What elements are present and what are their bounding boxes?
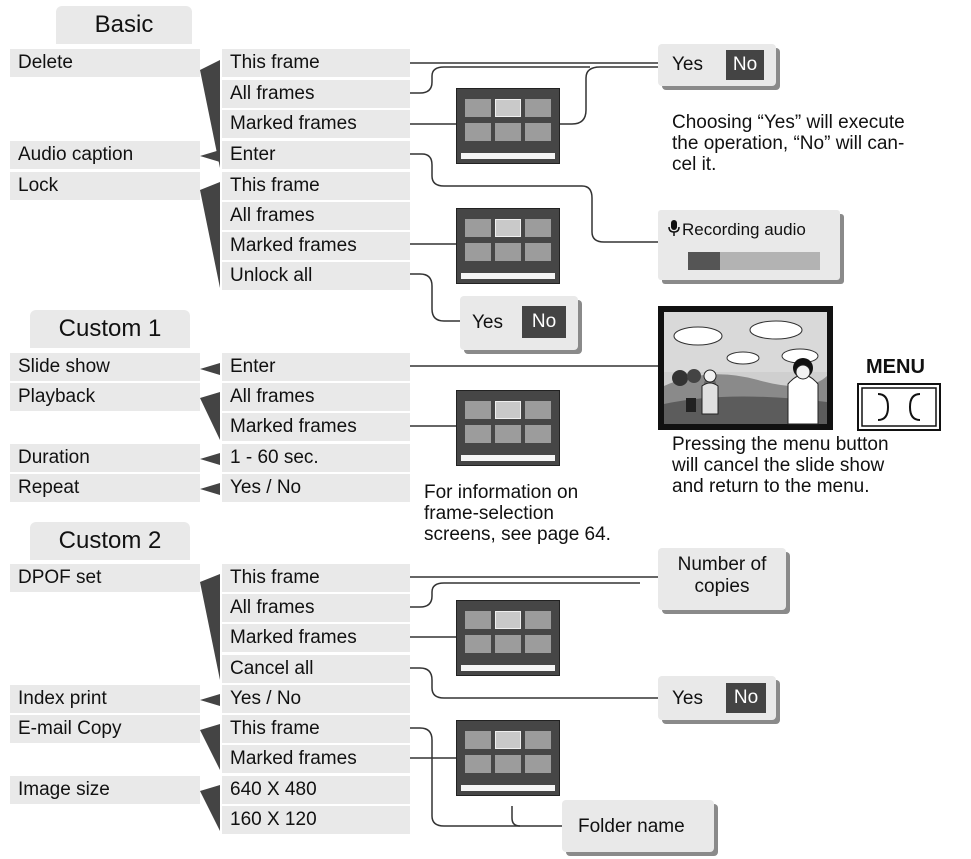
submenu-wedge [200, 182, 220, 288]
yes-option[interactable]: Yes [472, 312, 503, 333]
menu-item-audio-caption[interactable]: Audio caption [10, 141, 200, 169]
no-option[interactable]: No [726, 683, 766, 713]
note-line: frame-selection [424, 503, 554, 524]
option-all-frames[interactable]: All frames [222, 80, 410, 108]
tab-custom-2[interactable]: Custom 2 [30, 522, 190, 560]
yes-no-note: Choosing “Yes” will execute the operatio… [672, 112, 905, 175]
menu-button-note: Pressing the menu button will cancel the… [672, 434, 889, 497]
no-option[interactable]: No [726, 50, 764, 80]
option-160x120[interactable]: 160 X 120 [222, 806, 410, 834]
option-enter[interactable]: Enter [222, 141, 410, 169]
option-yes-no[interactable]: Yes / No [222, 685, 410, 713]
frame-selection-note: For information on frame-selection scree… [424, 482, 611, 545]
submenu-wedge [200, 60, 220, 168]
recording-audio-label: Recording audio [682, 220, 806, 239]
frame-selection-screen [456, 720, 560, 796]
option-cancel-all[interactable]: Cancel all [222, 655, 410, 683]
submenu-wedge [200, 785, 220, 831]
note-line: screens, see page 64. [424, 524, 611, 545]
frame-selection-screen [456, 390, 560, 466]
yes-option[interactable]: Yes [672, 54, 703, 75]
yes-no-dialog: Yes No [460, 296, 578, 350]
submenu-wedge [200, 392, 220, 440]
note-line: cel it. [672, 154, 717, 175]
option-640x480[interactable]: 640 X 480 [222, 776, 410, 804]
submenu-wedge [200, 150, 220, 162]
menu-item-index-print[interactable]: Index print [10, 685, 200, 713]
option-enter[interactable]: Enter [222, 353, 410, 381]
menu-item-email-copy[interactable]: E-mail Copy [10, 715, 200, 743]
note-line: the operation, “No” will can- [672, 133, 905, 154]
option-all-frames[interactable]: All frames [222, 202, 410, 230]
recording-progress-fill [688, 252, 720, 270]
option-all-frames[interactable]: All frames [222, 594, 410, 622]
option-all-frames[interactable]: All frames [222, 383, 410, 411]
menu-item-delete[interactable]: Delete [10, 49, 200, 77]
tab-basic[interactable]: Basic [56, 6, 192, 44]
tab-custom-1[interactable]: Custom 1 [30, 310, 190, 348]
slideshow-photo [658, 306, 833, 430]
menu-label: MENU [866, 356, 925, 378]
submenu-wedge [200, 483, 220, 495]
yes-no-dialog: Yes No [658, 44, 776, 86]
frame-selection-screen [456, 88, 560, 164]
menu-item-slide-show[interactable]: Slide show [10, 353, 200, 381]
note-line: will cancel the slide show [672, 455, 885, 476]
no-option[interactable]: No [522, 306, 566, 338]
recording-progress-track [688, 252, 820, 270]
submenu-wedge [200, 694, 220, 706]
folder-name-dialog: Folder name [562, 800, 714, 852]
option-marked-frames[interactable]: Marked frames [222, 413, 410, 441]
option-unlock-all[interactable]: Unlock all [222, 262, 410, 290]
option-marked-frames[interactable]: Marked frames [222, 745, 410, 773]
option-marked-frames[interactable]: Marked frames [222, 624, 410, 652]
yes-option[interactable]: Yes [672, 688, 703, 709]
note-line: For information on [424, 482, 579, 503]
number-of-copies-dialog: Number of copies [658, 548, 786, 610]
microphone-icon [668, 220, 680, 236]
folder-name-label: Folder name [578, 816, 685, 837]
submenu-wedge [200, 574, 220, 680]
menu-button-icon[interactable] [856, 382, 942, 432]
submenu-wedge [200, 724, 220, 770]
recording-audio-panel: Recording audio [658, 210, 840, 280]
copies-label-line1: Number of [677, 554, 767, 575]
submenu-wedge [200, 363, 220, 375]
option-this-frame[interactable]: This frame [222, 49, 410, 77]
note-line: and return to the menu. [672, 476, 870, 497]
note-line: Choosing “Yes” will execute [672, 112, 905, 133]
menu-item-lock[interactable]: Lock [10, 172, 200, 200]
copies-label-line2: copies [694, 576, 750, 597]
menu-item-image-size[interactable]: Image size [10, 776, 200, 804]
option-this-frame[interactable]: This frame [222, 564, 410, 592]
option-yes-no[interactable]: Yes / No [222, 474, 410, 502]
submenu-wedge [200, 453, 220, 465]
option-marked-frames[interactable]: Marked frames [222, 232, 410, 260]
note-line: Pressing the menu button [672, 434, 889, 455]
yes-no-dialog: Yes No [658, 676, 776, 720]
menu-item-playback[interactable]: Playback [10, 383, 200, 411]
frame-selection-screen [456, 600, 560, 676]
option-this-frame[interactable]: This frame [222, 715, 410, 743]
frame-selection-screen [456, 208, 560, 284]
option-this-frame[interactable]: This frame [222, 172, 410, 200]
menu-item-dpof-set[interactable]: DPOF set [10, 564, 200, 592]
option-marked-frames[interactable]: Marked frames [222, 110, 410, 138]
option-duration-range[interactable]: 1 - 60 sec. [222, 444, 410, 472]
menu-item-duration[interactable]: Duration [10, 444, 200, 472]
menu-item-repeat[interactable]: Repeat [10, 474, 200, 502]
